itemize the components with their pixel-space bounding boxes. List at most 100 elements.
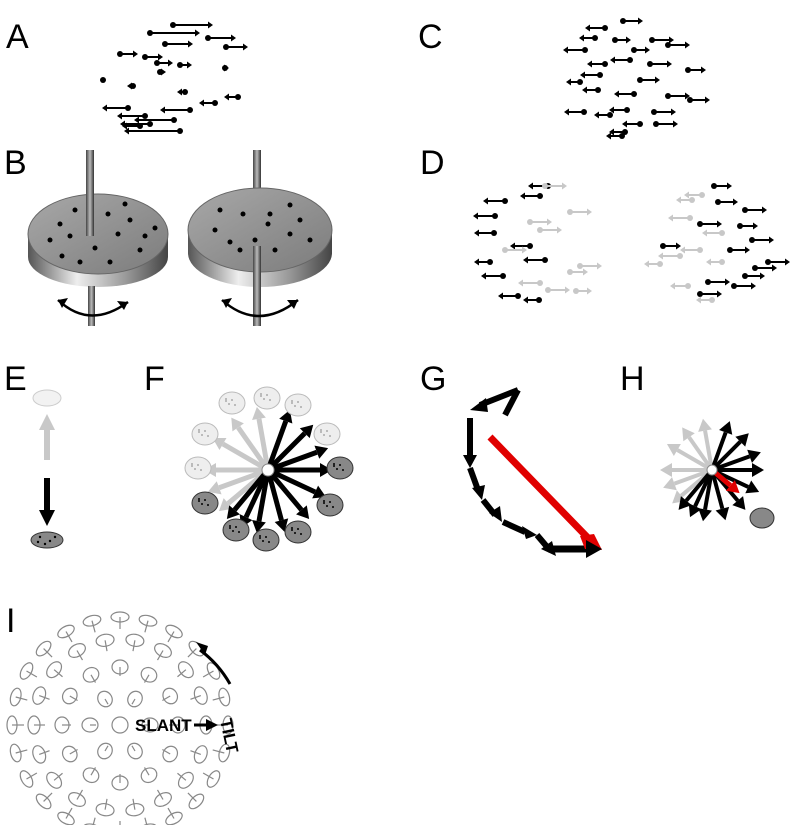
- tilt-disk-icon: [202, 770, 221, 788]
- flow-arrow: [717, 220, 722, 228]
- flow-arrow: [195, 29, 200, 37]
- tilt-disk-icon: [138, 614, 158, 633]
- normal-vector: [710, 469, 725, 510]
- flow-arrow: [606, 132, 611, 140]
- rotation-arrow-icon: [57, 299, 129, 317]
- flow-arrow: [772, 264, 777, 272]
- panel-label-h: H: [620, 360, 645, 398]
- panel-h-normals-star: [660, 418, 775, 529]
- flow-arrow: [177, 88, 182, 96]
- flow-arrow: [655, 76, 660, 84]
- flow-arrow: [474, 229, 479, 237]
- tilt-disk-icon: [110, 611, 130, 629]
- flow-arrow: [745, 246, 750, 254]
- tilt-disk-icon: [54, 716, 71, 734]
- flow-dot: [100, 77, 106, 83]
- disk-icon: [284, 520, 312, 544]
- flow-arrow: [702, 229, 707, 237]
- normal-vector: [687, 436, 714, 472]
- normal-vector: [265, 420, 289, 471]
- flow-arrow: [187, 61, 192, 69]
- flow-arrow: [638, 17, 643, 25]
- tilt-disk-icon: [97, 690, 113, 708]
- disk-left: [27, 150, 169, 326]
- flow-arrow: [626, 36, 631, 44]
- flow-arrow: [785, 258, 790, 266]
- slant-label: SLANT: [135, 716, 192, 735]
- tilt-disk-icon: [140, 767, 158, 784]
- disk-right: [187, 150, 333, 326]
- flow-arrow: [597, 262, 602, 270]
- normal-vector: [710, 440, 742, 472]
- flow-arrow: [564, 108, 569, 116]
- flow-arrow: [224, 93, 229, 101]
- flow-arrow: [518, 279, 523, 287]
- tilt-disk-icon: [202, 662, 221, 680]
- flow-arrow: [673, 120, 678, 128]
- disk-icon: [316, 493, 344, 517]
- disk-icon: [313, 422, 341, 446]
- flow-arrow: [133, 50, 138, 58]
- tilt-disk-icon: [162, 745, 179, 763]
- flow-arrow: [523, 256, 528, 264]
- flow-arrow: [583, 268, 588, 276]
- panel-label-e: E: [4, 360, 27, 398]
- normal-vector: [221, 441, 270, 473]
- flow-arrow: [199, 99, 204, 107]
- panel-label-f: F: [144, 360, 165, 398]
- tilt-disk-icon: [212, 687, 231, 707]
- flow-arrow: [134, 116, 139, 124]
- panel-i-labels: SLANT TILT: [135, 642, 242, 755]
- flow-arrow: [563, 46, 568, 54]
- tilt-disk-icon: [190, 745, 208, 764]
- normal-vector: [703, 430, 714, 471]
- flow-arrow: [520, 192, 525, 200]
- normal-vector: [236, 425, 271, 472]
- flow-arrow: [587, 60, 592, 68]
- tilt-disk-icon: [82, 614, 102, 633]
- disk-icon: [749, 507, 775, 529]
- flow-arrow: [582, 86, 587, 94]
- flow-arrow: [528, 182, 533, 190]
- flow-arrow: [587, 287, 592, 295]
- tilt-disk-icon: [162, 687, 179, 705]
- flow-arrow: [587, 208, 592, 216]
- tilt-disk-icon: [125, 633, 145, 652]
- normal-vector: [673, 468, 713, 486]
- tilt-disk-icon: [35, 640, 53, 658]
- flow-arrow: [658, 252, 663, 260]
- flow-arrow: [769, 236, 774, 244]
- flow-arrow: [481, 272, 486, 280]
- disk-icon: [218, 391, 246, 415]
- flow-arrow: [122, 122, 127, 130]
- disk-icon: [253, 386, 281, 410]
- flow-arrow: [644, 260, 649, 268]
- flow-arrow: [760, 272, 765, 280]
- tilt-disk-icon: [95, 633, 115, 652]
- panel-label-i: I: [6, 602, 16, 640]
- normal-vector: [676, 448, 714, 472]
- flow-arrow: [124, 127, 129, 135]
- flow-arrow: [751, 282, 756, 290]
- tilt-disk-icon: [190, 686, 208, 705]
- tilt-disk-icon: [177, 771, 194, 789]
- flow-arrow: [622, 120, 627, 128]
- tilt-disk-icon: [165, 807, 183, 825]
- flow-arrow: [224, 64, 229, 72]
- disk-icon: [252, 528, 280, 552]
- tilt-disk-icon: [82, 817, 102, 825]
- panel-g-vector-sum: [463, 387, 602, 558]
- flow-arrow: [562, 182, 567, 190]
- tilt-disk-icon: [82, 767, 100, 784]
- panel-e-disk-normal: [30, 389, 64, 549]
- tilt-disk-icon: [82, 666, 100, 683]
- tilt-disk-icon: [97, 742, 113, 760]
- panel-label-g: G: [420, 360, 447, 398]
- disk-icon: [284, 393, 312, 417]
- flow-arrow: [676, 242, 681, 250]
- tilt-disk-icon: [119, 821, 121, 825]
- tilt-disk-icon: [111, 774, 129, 791]
- flow-arrow: [733, 198, 738, 206]
- flow-arrow: [762, 206, 767, 214]
